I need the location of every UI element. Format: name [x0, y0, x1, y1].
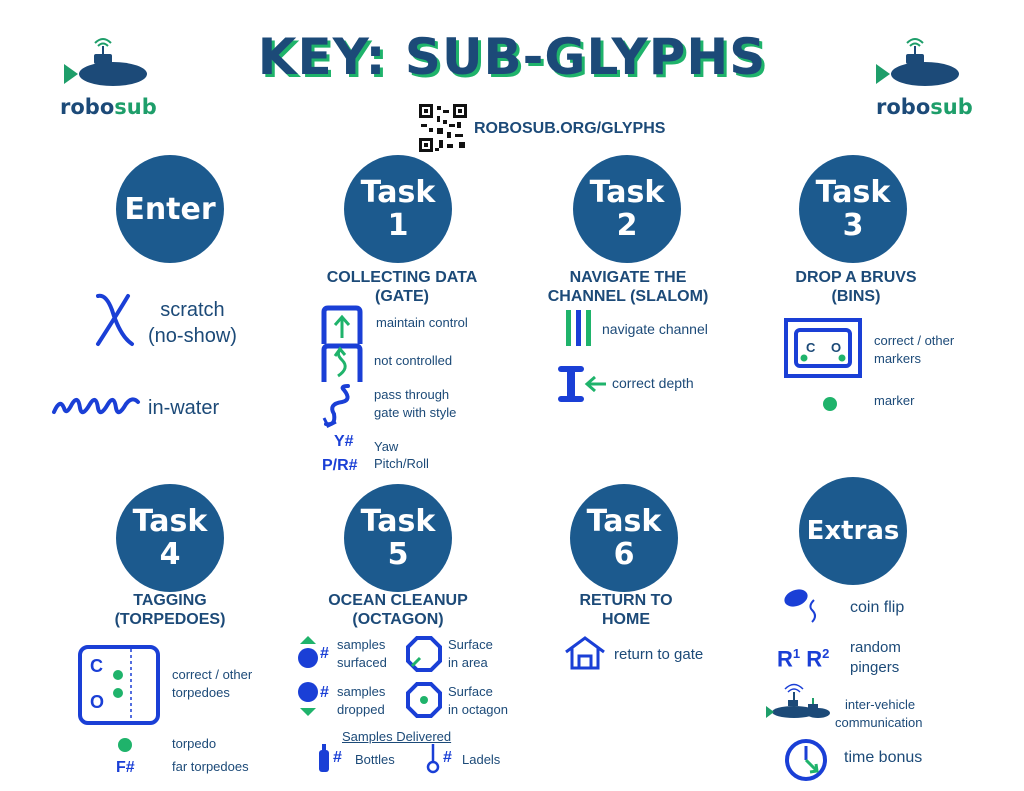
task5-heading: OCEAN CLEANUP(OCTAGON) — [328, 592, 468, 629]
samples-delivered-label: Samples Delivered — [342, 729, 452, 744]
maintain-control-label: maintain control — [376, 315, 468, 330]
yaw-label: Yaw — [374, 439, 399, 454]
ladels-hash: # — [443, 749, 452, 766]
scratch-chi-icon — [96, 293, 134, 346]
robosub-logo-text-left: robosub — [60, 95, 157, 119]
not-controlled-label: not controlled — [374, 353, 453, 368]
bottle-icon — [319, 744, 329, 772]
far-torpedo-code: F# — [116, 759, 135, 776]
robosub-logo-right — [876, 38, 959, 86]
clock-icon — [785, 739, 827, 781]
surface-area-icon — [406, 636, 442, 672]
torpedo-label: torpedo — [172, 736, 217, 751]
pitch-roll-label: Pitch/Roll — [374, 456, 429, 471]
far-torpedo-label: far torpedoes — [172, 759, 249, 774]
samples-dropped-hash: # — [320, 684, 329, 701]
torpedo-o: O — [90, 692, 105, 712]
correct-depth-icon — [558, 366, 606, 402]
correct-depth-label: correct depth — [612, 375, 694, 391]
task4-heading: TAGGING(TORPEDOES) — [114, 592, 226, 629]
robosub-logo-text-right: robosub — [876, 95, 973, 119]
home-icon — [565, 636, 605, 670]
maintain-control-icon — [321, 305, 363, 344]
style-squiggle-icon — [322, 384, 350, 429]
ladel-icon — [426, 744, 440, 774]
extras-circle: Extras — [799, 477, 907, 585]
yaw-code: Y# — [334, 433, 354, 450]
not-controlled-icon — [321, 343, 363, 382]
pitch-roll-code: P/R# — [322, 457, 358, 474]
inter-vehicle-icon — [766, 683, 830, 718]
samples-dropped-icon — [298, 682, 318, 716]
bottles-label: Bottles — [355, 752, 395, 767]
samples-surfaced-icon — [298, 636, 318, 668]
coin-flip-icon — [784, 589, 816, 623]
samples-surfaced-hash: # — [320, 645, 329, 662]
surface-octagon-icon — [406, 682, 442, 718]
return-gate-label: return to gate — [614, 646, 704, 663]
bottles-hash: # — [333, 749, 342, 766]
ladels-label: Ladels — [462, 752, 501, 767]
scratch-label: scratch (no-show) — [148, 299, 237, 347]
robosub-logo-left — [64, 38, 147, 86]
task3-heading: DROP A BRUVS(BINS) — [795, 269, 917, 306]
marker-label: marker — [874, 393, 915, 408]
marker-dot-icon — [823, 397, 837, 411]
navigate-channel-label: navigate channel — [602, 321, 708, 337]
torpedo-c: C — [90, 656, 103, 676]
page-title: KEY: SUB-GLYPHS — [257, 28, 767, 86]
bin-letters: C O — [806, 340, 848, 355]
glyphs-url[interactable]: ROBOSUB.ORG/GLYPHS — [474, 120, 666, 137]
bins-icon — [784, 318, 862, 378]
task1-heading: COLLECTING DATA(GATE) — [326, 269, 478, 306]
navigate-channel-icon — [566, 310, 591, 346]
random-pingers-icon: R1 R2 — [777, 646, 830, 672]
time-bonus-label: time bonus — [844, 749, 923, 766]
torpedo-board-icon — [78, 645, 160, 725]
enter-circle: Enter — [116, 155, 224, 263]
torpedo-dot-icon — [118, 738, 132, 752]
coin-flip-label: coin flip — [850, 599, 905, 616]
in-water-label: in-water — [148, 397, 220, 419]
in-water-wave-icon — [52, 397, 140, 415]
qr-code-icon — [419, 104, 467, 152]
